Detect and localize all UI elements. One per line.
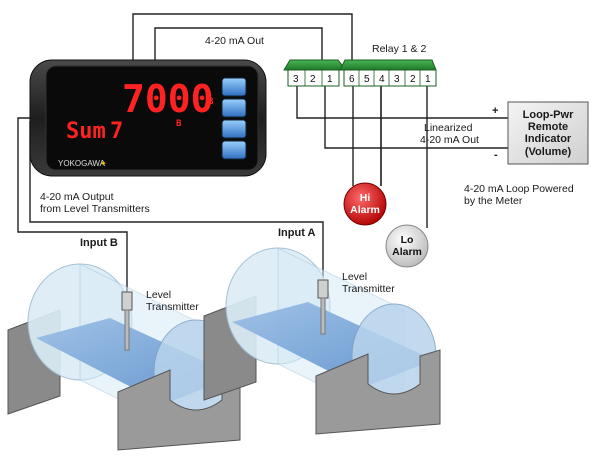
meter-brand: YOKOGAWA — [58, 159, 106, 168]
tank-b — [7, 263, 241, 451]
transmitter-a-label-1: Level — [342, 271, 367, 283]
meter-top-display: 7000 — [122, 77, 214, 121]
transmitter-b-body — [121, 291, 133, 311]
terminal-1-1: 1 — [327, 74, 333, 85]
terminal-block-2-cells — [358, 70, 421, 86]
panel-meter: 7000 B Sum 7 B YOKOGAWA ✦ — [29, 59, 267, 177]
meter-brand-mark-icon: ✦ — [100, 159, 107, 168]
meter-top-unit: B — [208, 97, 214, 107]
terminal-1-2: 2 — [310, 74, 316, 85]
meter-bottom-unit: B — [176, 119, 182, 129]
output-label-1: 4-20 mA Output — [40, 191, 114, 203]
hi-alarm-line-1: Hi — [360, 192, 371, 204]
hi-alarm-lamp — [343, 182, 387, 226]
remote-indicator: Loop-Pwr Remote Indicator (Volume) — [507, 101, 589, 165]
minus-label: - — [494, 149, 498, 161]
lo-alarm: Lo Alarm — [385, 224, 429, 268]
remote-line-4: (Volume) — [525, 146, 572, 158]
transmitter-b-label-2: Transmitter — [146, 301, 199, 313]
wire-linearized-minus — [324, 86, 508, 149]
terminal-block-1-cells — [304, 70, 323, 86]
input-a-label: Input A — [278, 227, 316, 239]
terminal-2-2: 2 — [410, 74, 416, 85]
terminal-blocks: 3 2 1 6 5 4 3 2 1 — [283, 59, 437, 87]
terminal-1-3: 3 — [293, 74, 299, 85]
transmitter-b-label-1: Level — [146, 289, 171, 301]
meter-button-reset — [221, 140, 247, 160]
input-b-label: Input B — [80, 237, 118, 249]
tank-a-support-front — [315, 349, 441, 435]
transmitter-a-label-2: Transmitter — [342, 283, 395, 295]
relay-label: Relay 1 & 2 — [372, 43, 426, 55]
terminal-2-4: 4 — [379, 74, 385, 85]
meter-button-menu — [221, 77, 247, 97]
lo-alarm-line-1: Lo — [401, 234, 414, 246]
linearized-label-1: Linearized — [424, 122, 473, 134]
hi-alarm: Hi Alarm — [343, 182, 387, 226]
wiring — [17, 13, 508, 292]
meter-buttons — [221, 77, 247, 160]
terminal-2-3: 3 — [394, 74, 400, 85]
transmitter-a-body — [317, 279, 329, 299]
terminal-2-5: 5 — [364, 74, 370, 85]
wire-input-b — [17, 117, 128, 292]
linearized-label-2: 4-20 mA Out — [420, 134, 479, 146]
plus-label: + — [492, 105, 498, 117]
terminal-block-2 — [343, 69, 437, 87]
lo-alarm-line-2: Alarm — [392, 246, 422, 258]
transmitter-b-probe — [124, 309, 130, 351]
meter-bottom-display: Sum — [66, 119, 106, 144]
meter-button-up — [221, 98, 247, 118]
hi-alarm-line-2: Alarm — [350, 204, 380, 216]
remote-indicator-box — [507, 101, 589, 165]
lo-alarm-lamp — [385, 224, 429, 268]
tank-a — [203, 247, 441, 435]
loop-powered-caption-2: by the Meter — [464, 195, 523, 207]
remote-line-2: Remote — [528, 121, 568, 133]
output-label-2: from Level Transmitters — [40, 203, 150, 215]
terminal-2-1: 1 — [425, 74, 431, 85]
loop-powered-caption-1: 4-20 mA Loop Powered — [464, 183, 574, 195]
meter-bottom-suffix: 7 — [110, 119, 123, 144]
wire-linearized-plus — [296, 86, 508, 119]
transmitter-a-probe — [320, 297, 326, 335]
wire-out-loop-outer — [132, 13, 353, 62]
meter-face — [45, 65, 259, 171]
out-4-20-label: 4-20 mA Out — [205, 35, 264, 47]
wire-out-loop-inner — [154, 27, 323, 62]
remote-line-3: Indicator — [525, 133, 572, 145]
terminal-block-2-top — [339, 59, 437, 71]
terminal-block-1-top — [283, 59, 348, 71]
remote-line-1: Loop-Pwr — [523, 109, 574, 121]
terminal-block-1 — [287, 69, 340, 87]
meter-button-right — [221, 119, 247, 139]
terminal-2-6: 6 — [349, 74, 355, 85]
